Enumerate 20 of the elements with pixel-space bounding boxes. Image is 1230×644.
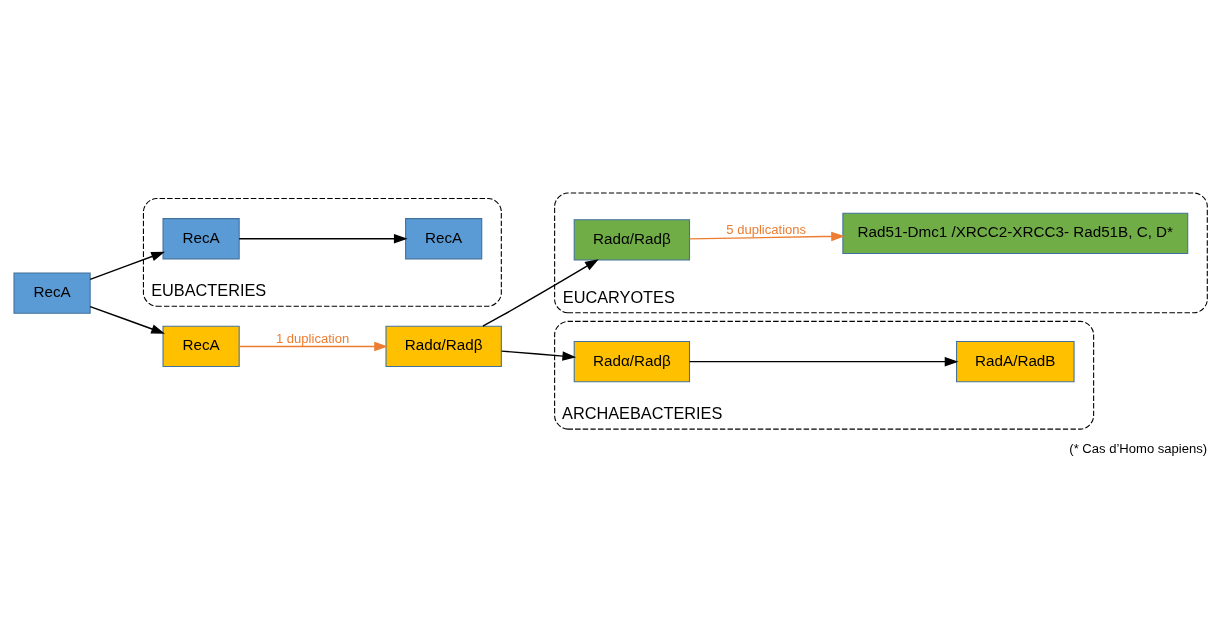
edge-label: 1 duplication (275, 330, 350, 346)
edge-label: 5 duplications (726, 221, 807, 237)
caption: (* Cas d’Homo sapiens) (1069, 440, 1208, 456)
node-box: Radα/Radβ (573, 340, 691, 382)
node-box: RecA (13, 271, 91, 314)
node-box: RecA (162, 217, 240, 259)
node-box: Rad51-Dmc1 /XRCC2-XRCC3- Rad51B, C, D* (842, 212, 1189, 254)
arrow (500, 349, 577, 361)
arrow (89, 251, 165, 280)
node-box: RadA/RadB (956, 340, 1075, 382)
arrow (482, 258, 599, 327)
arrow (238, 233, 408, 244)
node-box: RecA (405, 217, 483, 259)
node-box: Radα/Radβ (573, 218, 691, 260)
node-box: RecA (162, 325, 240, 367)
arrow (688, 231, 845, 241)
node-box: Radα/Radβ (385, 325, 502, 367)
arrow (688, 356, 959, 366)
arrow (89, 305, 165, 334)
arrow (238, 341, 388, 351)
